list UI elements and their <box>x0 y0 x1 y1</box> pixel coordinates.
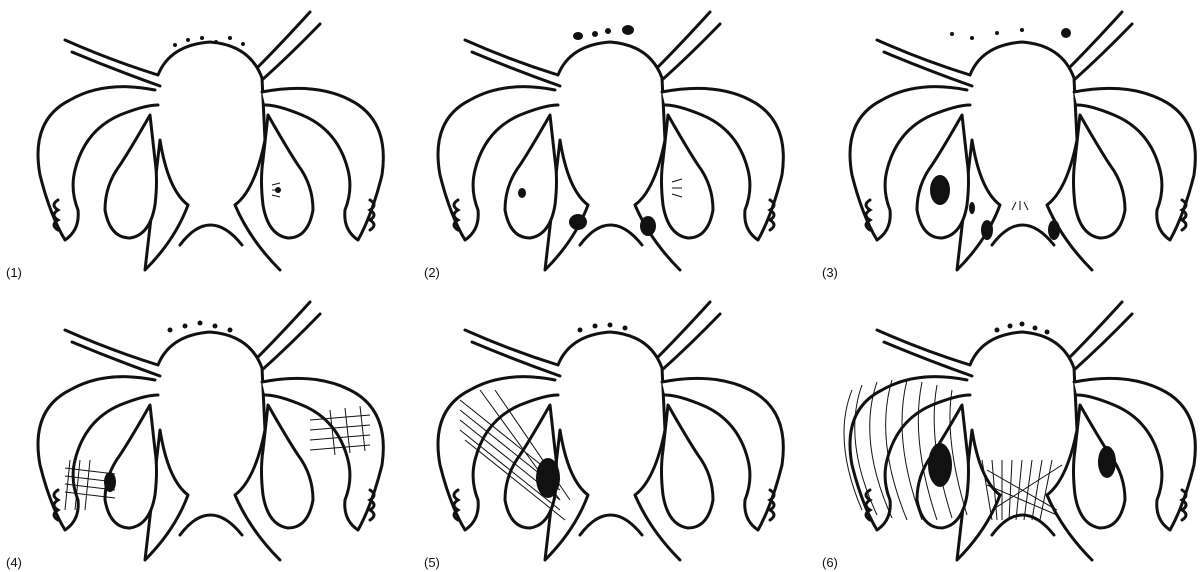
peritoneal-spots <box>578 323 628 333</box>
panel-6: (6) <box>822 302 1195 570</box>
panel-4: (4) <box>6 302 383 570</box>
panel-1: (1) <box>6 12 383 280</box>
panel-label-4: (4) <box>6 555 22 570</box>
peritoneal-spots <box>573 25 634 40</box>
peritoneal-spots <box>168 321 233 333</box>
panel-label-3: (3) <box>822 265 838 280</box>
panel-label-1: (1) <box>6 265 22 280</box>
panel-label-5: (5) <box>424 555 440 570</box>
panel-label-2: (2) <box>424 265 440 280</box>
panel-2: (2) <box>424 12 783 280</box>
peritoneal-spots <box>950 28 1071 40</box>
panel-label-6: (6) <box>822 555 838 570</box>
panel-3: (3) <box>822 12 1195 280</box>
panel-5: (5) <box>424 302 783 570</box>
ovary-lesion-right <box>1098 446 1116 478</box>
